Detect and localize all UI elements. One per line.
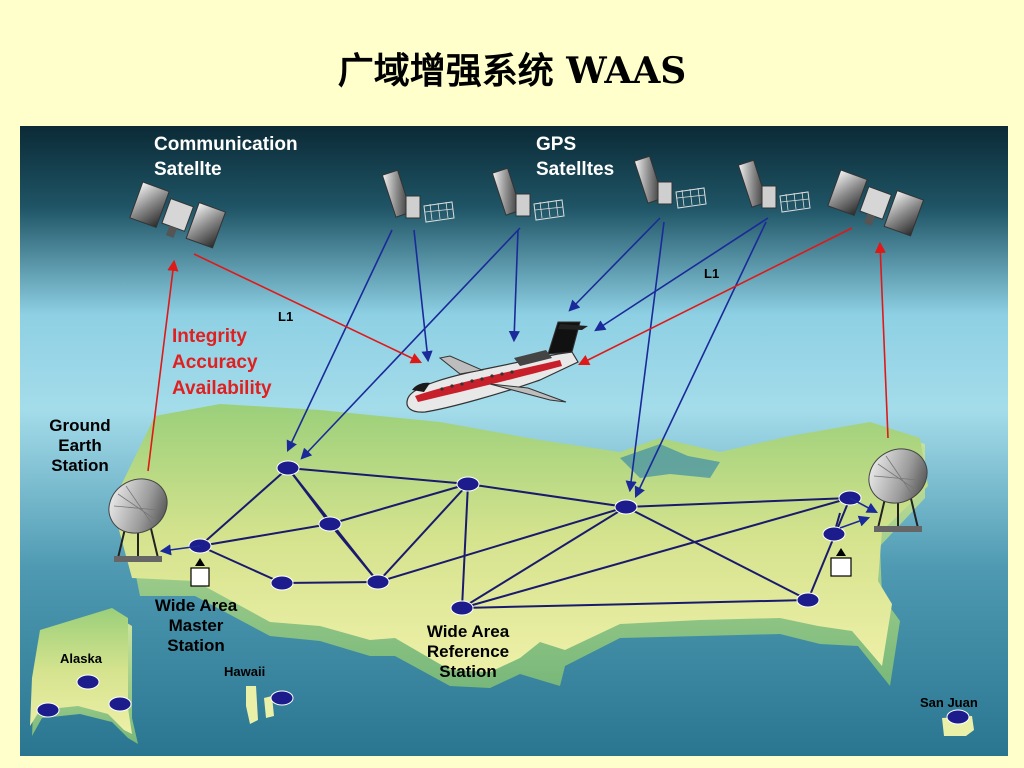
ground-station-label: Earth: [58, 436, 101, 455]
station-node: [36, 702, 60, 718]
hawaii-label: Hawaii: [224, 664, 265, 679]
comm-sat-label: Satellte: [154, 159, 222, 180]
gps-sat-label: Satelltes: [536, 159, 614, 180]
station-building-icon: [190, 558, 210, 587]
station-node: [456, 476, 480, 492]
station-node: [822, 526, 846, 542]
great-lakes: [620, 444, 720, 478]
integrity-label: Integrity: [172, 326, 247, 347]
station-node: [270, 690, 294, 706]
uplink-arrow: [849, 497, 878, 514]
ground-station-label: Ground: [49, 416, 110, 435]
l1-label: L1: [278, 309, 293, 324]
gps-sat-label: GPS: [536, 134, 576, 155]
master-station-label: Station: [167, 636, 225, 655]
comm-signals: [147, 227, 889, 472]
station-node: [450, 600, 474, 616]
reference-station-label: Station: [439, 662, 497, 681]
station-node: [614, 499, 638, 515]
station-node: [796, 592, 820, 608]
uplink-arrow: [159, 544, 201, 556]
san-juan-label: San Juan: [920, 695, 978, 710]
satellite-dish-icon: [108, 478, 168, 562]
page-title: 广域增强系统 WAAS: [337, 50, 687, 92]
communication-satellite-icon: [129, 181, 227, 249]
hawaii-map: [246, 686, 258, 724]
station-node: [108, 696, 132, 712]
station-building-icon: [830, 548, 852, 577]
satellite-dish-icon: [868, 448, 928, 532]
master-station-label: Wide Area: [155, 596, 238, 615]
station-node: [366, 574, 390, 590]
station-node: [276, 460, 300, 476]
alaska-label: Alaska: [60, 651, 103, 666]
gps-satellite-icon: [737, 159, 811, 213]
comm-sat-label: Communication: [154, 134, 298, 155]
reference-station-label: Wide Area: [427, 622, 510, 641]
gps-satellite-icon: [633, 155, 707, 209]
uplink-arrow: [839, 515, 871, 529]
ground-station-label: Station: [51, 456, 109, 475]
communication-satellite-icon: [827, 169, 925, 237]
alaska-map: [30, 608, 132, 734]
reference-station-label: Reference: [427, 642, 509, 661]
availability-label: Availability: [172, 378, 272, 399]
network-links: [199, 467, 851, 609]
accuracy-label: Accuracy: [172, 352, 258, 373]
jet-airplane-icon: [406, 321, 588, 413]
l1-label: L1: [704, 266, 719, 281]
master-station-label: Master: [169, 616, 224, 635]
gps-satellite-icon: [491, 167, 565, 221]
station-node: [270, 575, 294, 591]
station-node: [946, 709, 970, 725]
gps-satellite-icon: [381, 169, 455, 223]
station-node: [76, 674, 100, 690]
waas-diagram: Communication Satellte GPS Satelltes L1 …: [20, 126, 1008, 756]
station-node: [318, 516, 342, 532]
gps-signals: [286, 217, 769, 499]
